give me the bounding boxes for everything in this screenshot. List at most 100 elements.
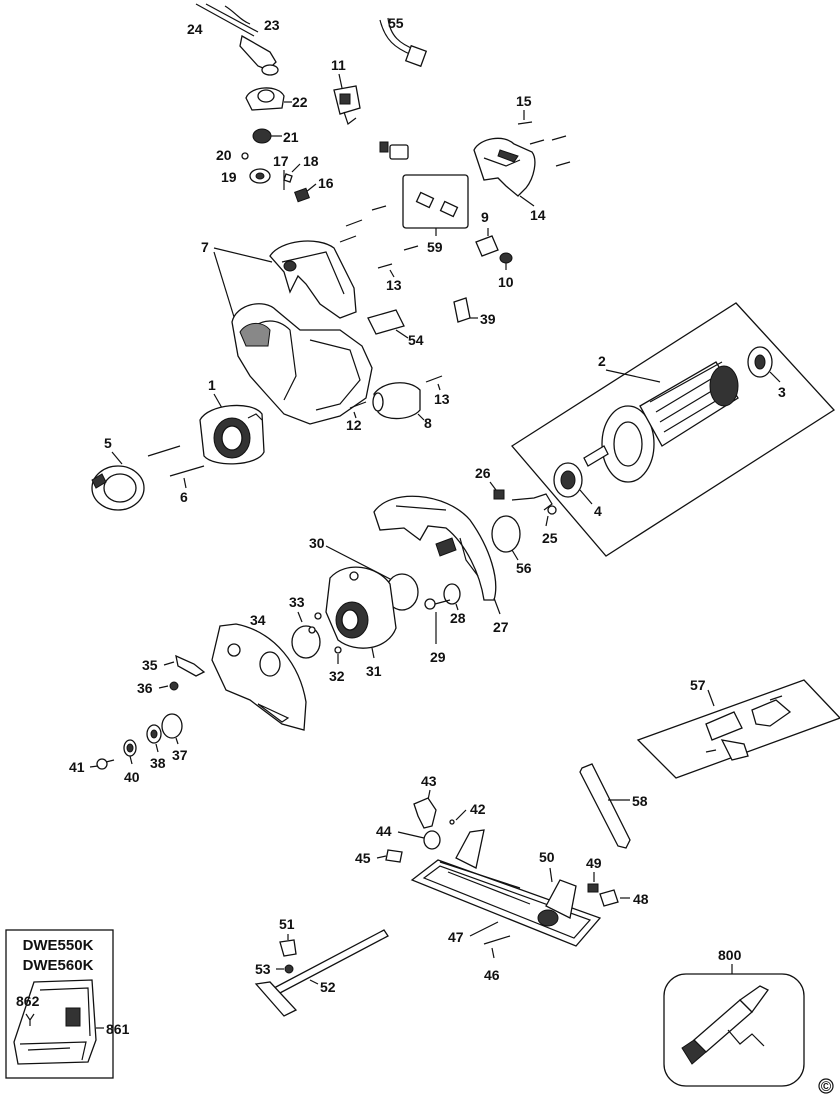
part-spring-25 — [511, 493, 557, 515]
part-grease-tube — [681, 985, 769, 1065]
part-nut-49 — [587, 883, 599, 893]
label-2: 2 — [598, 353, 606, 369]
label-45: 45 — [355, 850, 371, 866]
label-3: 3 — [778, 384, 786, 400]
label-32: 32 — [329, 668, 345, 684]
part-cap-ring — [499, 252, 513, 264]
label-40: 40 — [124, 769, 140, 785]
part-oring-56 — [491, 515, 521, 553]
label-59: 59 — [427, 239, 443, 255]
label-47: 47 — [448, 929, 464, 945]
part-brushes-box — [402, 174, 469, 229]
part-grease-box — [663, 973, 805, 1087]
label-10: 10 — [498, 274, 514, 290]
label-39: 39 — [480, 311, 496, 327]
label-18: 18 — [303, 153, 319, 169]
label-49: 49 — [586, 855, 602, 871]
part-brush-cap — [475, 235, 499, 257]
label-44: 44 — [376, 823, 392, 839]
label-7: 7 — [201, 239, 209, 255]
part-washer-44 — [423, 830, 441, 850]
part-cord-protector — [239, 34, 279, 76]
kit-model-1: DWE550K — [23, 937, 94, 954]
label-12: 12 — [346, 417, 362, 433]
part-spindle-28 — [443, 583, 461, 605]
part-screw-36 — [169, 681, 179, 691]
part-knob-51 — [279, 939, 297, 957]
label-19: 19 — [221, 169, 237, 185]
part-motor-housing — [231, 240, 373, 425]
copyright-symbol: © — [821, 1078, 832, 1094]
label-41: 41 — [69, 759, 85, 775]
label-34: 34 — [250, 612, 266, 628]
part-handle-cover — [473, 137, 536, 197]
part-baffle — [91, 465, 145, 511]
label-8: 8 — [424, 415, 432, 431]
part-field — [199, 404, 265, 465]
label-13b: 13 — [434, 391, 450, 407]
label-27: 27 — [493, 619, 509, 635]
part-kit-case — [13, 979, 97, 1065]
label-43: 43 — [421, 773, 437, 789]
label-29: 29 — [430, 649, 446, 665]
part-upper-guard — [373, 495, 497, 601]
label-21: 21 — [283, 129, 299, 145]
part-screw-45 — [385, 849, 403, 863]
label-57: 57 — [690, 677, 706, 693]
label-15: 15 — [516, 93, 532, 109]
label-28: 28 — [450, 610, 466, 626]
label-35: 35 — [142, 657, 158, 673]
part-clip — [249, 168, 271, 184]
label-25: 25 — [542, 530, 558, 546]
label-38: 38 — [150, 755, 166, 771]
part-bevel-assembly — [705, 695, 792, 761]
part-brushes — [415, 191, 459, 218]
part-label-plate — [367, 309, 405, 335]
label-58: 58 — [632, 793, 648, 809]
part-lever-35 — [175, 654, 206, 677]
label-30: 30 — [309, 535, 325, 551]
label-22: 22 — [292, 94, 308, 110]
part-pin-46 — [483, 935, 511, 945]
label-5: 5 — [104, 435, 112, 451]
label-33: 33 — [289, 594, 305, 610]
part-ring-33 — [291, 625, 321, 659]
label-48: 48 — [633, 891, 649, 907]
part-washer-37 — [161, 713, 183, 739]
part-switch — [333, 85, 361, 125]
part-shoe — [410, 829, 602, 947]
part-nut-26 — [493, 489, 505, 500]
label-20: 20 — [216, 147, 232, 163]
label-46: 46 — [484, 967, 500, 983]
part-bracket-58 — [579, 763, 631, 849]
part-lever-43 — [413, 797, 437, 829]
label-861: 861 — [106, 1021, 130, 1037]
label-56: 56 — [516, 560, 532, 576]
part-cord-clamp — [245, 87, 285, 111]
label-36: 36 — [137, 680, 153, 696]
kit-model-2: DWE560K — [23, 957, 94, 974]
label-11: 11 — [331, 57, 346, 73]
label-17: 17 — [273, 153, 289, 169]
label-14: 14 — [530, 207, 546, 223]
label-51: 51 — [279, 916, 295, 932]
label-37: 37 — [172, 747, 188, 763]
label-9: 9 — [481, 209, 489, 225]
label-4: 4 — [594, 503, 602, 519]
label-52: 52 — [320, 979, 336, 995]
label-26: 26 — [475, 465, 491, 481]
label-42: 42 — [470, 801, 486, 817]
label-6: 6 — [180, 489, 188, 505]
label-24: 24 — [187, 21, 203, 37]
part-bushing — [252, 128, 272, 144]
part-lower-guard — [211, 623, 307, 731]
label-862: 862 — [16, 993, 40, 1009]
part-brush-holder — [379, 141, 409, 160]
part-cord — [195, 3, 259, 37]
part-gear-housing — [325, 566, 397, 649]
label-53: 53 — [255, 961, 271, 977]
label-800: 800 — [718, 947, 742, 963]
part-bolt-41 — [96, 758, 108, 770]
part-brush-cover — [372, 382, 421, 420]
